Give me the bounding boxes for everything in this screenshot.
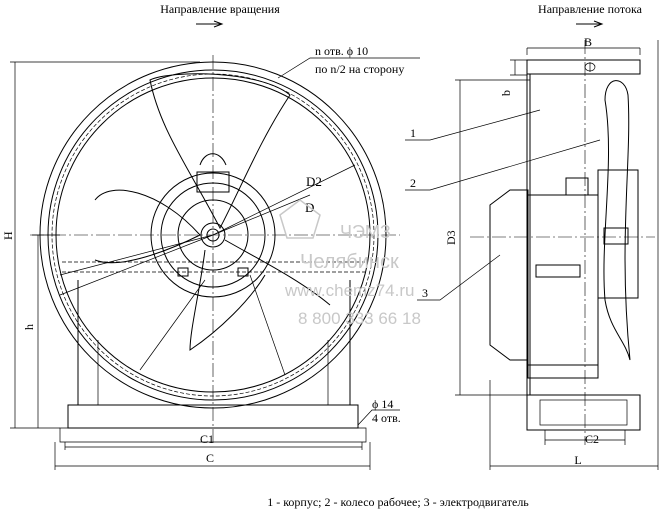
dim-B: B — [584, 35, 592, 49]
dim-C: C — [206, 451, 214, 465]
label-1: 1 — [410, 126, 416, 140]
front-view: D D2 H h C1 C n отв. ϕ 10 по n/2 на стор… — [1, 44, 420, 470]
dim-D3: D3 — [444, 230, 458, 245]
label-2: 2 — [410, 176, 416, 190]
dim-h: h — [22, 324, 36, 330]
watermark: ЧЭМЗ Челябинск www.chemz74.ru 8 800 333 … — [279, 199, 421, 328]
dim-C1: C1 — [200, 432, 214, 446]
flow-title: Направление потока — [538, 2, 643, 16]
watermark-city: Челябинск — [300, 251, 399, 273]
flow-arrow-icon — [576, 20, 604, 28]
caption: 1 - корпус; 2 - колесо рабочее; 3 - элек… — [267, 495, 529, 509]
holes-callout-2: по n/2 на сторону — [315, 62, 404, 76]
label-3: 3 — [422, 286, 428, 300]
watermark-brand: ЧЭМЗ — [340, 222, 391, 242]
dim-H: H — [1, 231, 15, 240]
holes-callout-1: n отв. ϕ 10 — [315, 44, 368, 58]
phi-mark-icon — [584, 62, 596, 72]
watermark-phone: 8 800 333 66 18 — [298, 309, 421, 328]
dim-C2: C2 — [585, 432, 599, 446]
dim-D2: D2 — [306, 174, 322, 189]
rotation-title: Направление вращения — [160, 2, 280, 16]
dim-L: L — [574, 453, 581, 467]
rotation-arrow-icon — [196, 20, 224, 28]
base-callout-1: ϕ 14 — [372, 397, 393, 411]
watermark-logo-icon — [279, 199, 321, 239]
watermark-site: www.chemz74.ru — [284, 281, 414, 300]
side-view: B b D3 C2 L 1 2 3 — [405, 35, 659, 470]
base-callout-2: 4 отв. — [372, 411, 401, 425]
dim-b: b — [499, 90, 513, 96]
